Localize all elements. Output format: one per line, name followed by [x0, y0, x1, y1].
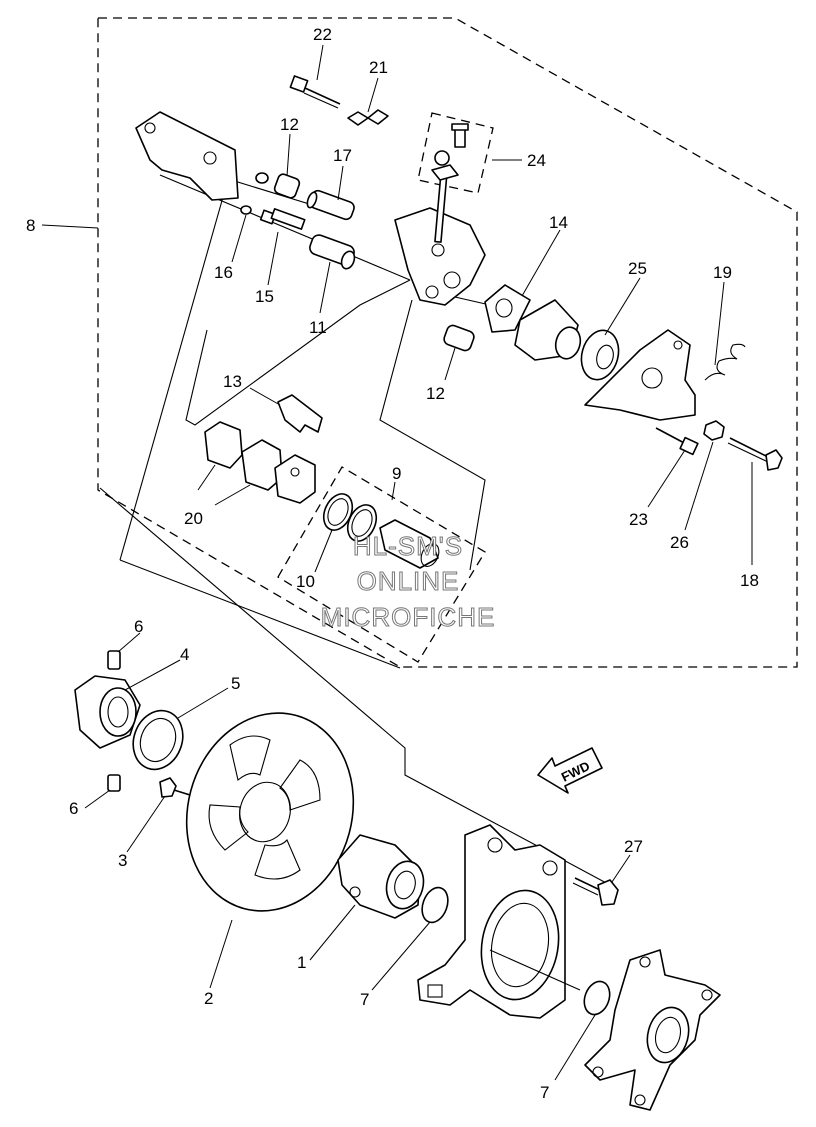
assembly-line: [119, 189, 226, 561]
callout-25: 25: [628, 259, 647, 278]
fwd-direction-arrow: FWD: [537, 747, 603, 794]
callout-23: 23: [629, 510, 648, 529]
set-screw-6b: [107, 774, 121, 792]
assembly-line: [379, 299, 486, 571]
callout-12-upper: 12: [280, 115, 299, 134]
callout-11: 11: [309, 318, 327, 337]
set-screw-6a: [107, 650, 121, 670]
callout-1: 1: [297, 953, 306, 972]
callout-24: 24: [527, 151, 546, 170]
callout-9: 9: [392, 464, 401, 483]
callout-7-right: 7: [540, 1083, 549, 1102]
caliper-assembly-boundary: [97, 17, 798, 668]
assembly-line: [185, 279, 411, 426]
watermark-line-2: ONLINE: [357, 566, 460, 596]
watermark: HL-SM'S ONLINE MICROFICHE: [320, 531, 496, 633]
callout-27: 27: [624, 837, 643, 856]
slide-pin-17: [306, 189, 355, 221]
callout-15: 15: [255, 287, 274, 306]
callout-10: 10: [296, 572, 315, 591]
clip-21: [347, 109, 389, 126]
brake-disc-2: [185, 712, 355, 912]
watermark-line-3: MICROFICHE: [321, 602, 496, 632]
assembly-line: [119, 559, 401, 669]
callout-22: 22: [313, 25, 332, 44]
locknut-4: [74, 675, 141, 749]
callout-2: 2: [204, 989, 213, 1008]
watermark-line-1: HL-SM'S: [353, 531, 463, 561]
assembly-line: [159, 174, 411, 281]
callout-8: 8: [26, 216, 35, 235]
o-ring-7b: [583, 980, 611, 1016]
slide-pin-11: [309, 234, 356, 270]
axle-housing: [417, 824, 566, 1019]
nut-26: [703, 420, 725, 441]
hub-1: [337, 834, 425, 919]
callout-7-left: 7: [360, 990, 369, 1009]
callout-26: 26: [670, 533, 689, 552]
callout-20: 20: [184, 509, 203, 528]
bleeder-24: [431, 123, 469, 181]
callout-6-lower: 6: [69, 799, 78, 818]
caliper-bracket-plate: [135, 111, 239, 201]
seal-10b: [346, 504, 378, 542]
sprocket-hub: [584, 949, 721, 1111]
spring-19: [704, 343, 746, 381]
callout-6-upper: 6: [134, 617, 143, 636]
boot-12-lower: [443, 324, 475, 352]
callout-3: 3: [118, 851, 127, 870]
callout-12-lower: 12: [426, 384, 445, 403]
adapter-14: [484, 284, 582, 361]
washer-16: [240, 205, 252, 215]
boot-12-upper: [255, 172, 301, 199]
bracket-24-boundary: [417, 112, 494, 194]
callout-18: 18: [740, 571, 759, 590]
pad-group-boundary: [277, 466, 486, 663]
washer-5: [132, 709, 184, 771]
callout-5: 5: [231, 674, 240, 693]
pin-15: [259, 208, 306, 230]
callout-19: 19: [713, 263, 732, 282]
leader-lines: [41, 44, 753, 1081]
callout-16: 16: [214, 263, 233, 282]
bolt-3: [159, 777, 191, 798]
o-ring-7a: [421, 886, 449, 924]
callout-4: 4: [180, 645, 189, 664]
bolt-27: [572, 877, 619, 906]
callout-13: 13: [223, 372, 242, 391]
brake-pad-20a: [204, 421, 243, 469]
bearing-25: [580, 329, 620, 381]
bolt-23: [655, 427, 699, 456]
bolt-18: [727, 437, 783, 471]
bolt-22: [289, 75, 341, 109]
brake-pad-20c: [274, 454, 316, 504]
callout-14: 14: [549, 213, 568, 232]
assembly-line: [99, 487, 611, 886]
callouts: 22 21 12 17 24 8 14 25 19 16 15 11 13 12…: [26, 25, 759, 1102]
callout-17: 17: [333, 146, 352, 165]
mount-plate: [584, 329, 696, 421]
pad-spring-13: [277, 394, 323, 433]
callout-21: 21: [369, 58, 388, 77]
